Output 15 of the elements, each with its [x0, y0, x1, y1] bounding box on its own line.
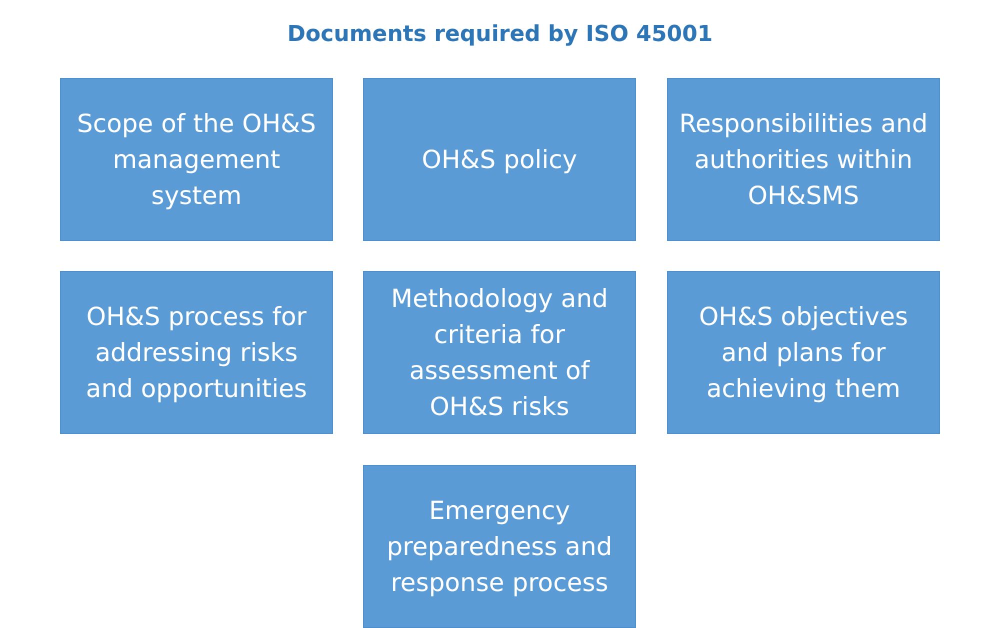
box-label: OH&S process for addressing risks and opportunities [84, 300, 308, 404]
box-label: Methodology and criteria for assessment of OH&S risks [390, 282, 609, 422]
diagram-title: Documents required by ISO 45001 [286, 22, 714, 47]
box-label: OH&S objectives and plans for achieving them [698, 300, 909, 404]
document-box [60, 78, 333, 241]
document-box [363, 78, 636, 241]
box-label: Responsibilities and authorities within OH&SMS [678, 108, 929, 212]
box-label: OH&S policy [420, 144, 578, 176]
document-box [363, 465, 636, 628]
document-box [60, 271, 333, 434]
box-label: Emergency preparedness and response process [386, 494, 614, 598]
document-box [667, 271, 940, 434]
document-box [667, 78, 940, 241]
box-label: Scope of the OH&S management system [76, 108, 317, 212]
document-box [363, 271, 636, 434]
